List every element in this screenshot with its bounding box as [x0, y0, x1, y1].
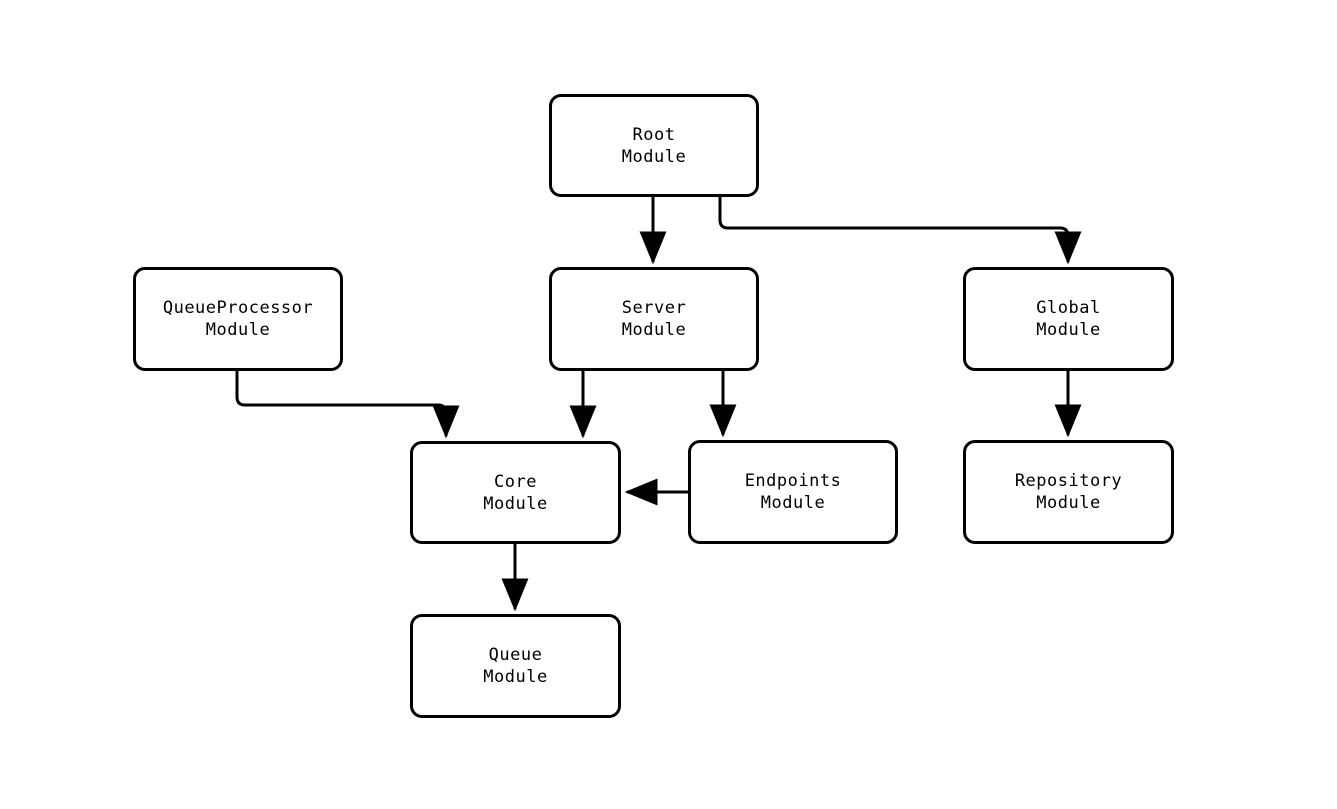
node-endpoints-module[interactable]: Endpoints Module — [688, 440, 898, 544]
node-global-module[interactable]: Global Module — [963, 267, 1174, 371]
node-label-line1: Global — [1036, 298, 1101, 318]
node-label-line2: Module — [1036, 493, 1101, 513]
node-label-line1: Queue — [488, 645, 543, 665]
node-server-module[interactable]: Server Module — [549, 267, 759, 371]
edge-queueprocessor-to-core — [235, 371, 460, 439]
node-label-line2: Module — [621, 320, 687, 340]
node-root-module[interactable]: Root Module — [549, 94, 759, 197]
node-label-line1: Repository — [1014, 471, 1123, 491]
edge-root-to-global — [718, 197, 1082, 265]
node-label-line1: Server — [621, 298, 687, 318]
node-queue-module[interactable]: Queue Module — [410, 614, 621, 718]
node-queueprocessor-module[interactable]: QueueProcessor Module — [133, 267, 343, 371]
node-label-line1: Core — [494, 471, 537, 492]
node-label-line2: Module — [1036, 320, 1101, 340]
node-label-line2: Module — [483, 667, 548, 687]
node-core-module[interactable]: Core Module — [410, 441, 621, 544]
node-label-line2: Module — [205, 320, 271, 340]
node-label-line2: Module — [621, 146, 687, 167]
node-repository-module[interactable]: Repository Module — [963, 440, 1174, 544]
node-label-line2: Module — [483, 493, 548, 514]
node-label-line2: Module — [760, 493, 826, 513]
node-label-line1: Root — [632, 124, 676, 145]
node-label-line1: Endpoints — [744, 471, 842, 491]
node-label-line1: QueueProcessor — [162, 298, 314, 318]
